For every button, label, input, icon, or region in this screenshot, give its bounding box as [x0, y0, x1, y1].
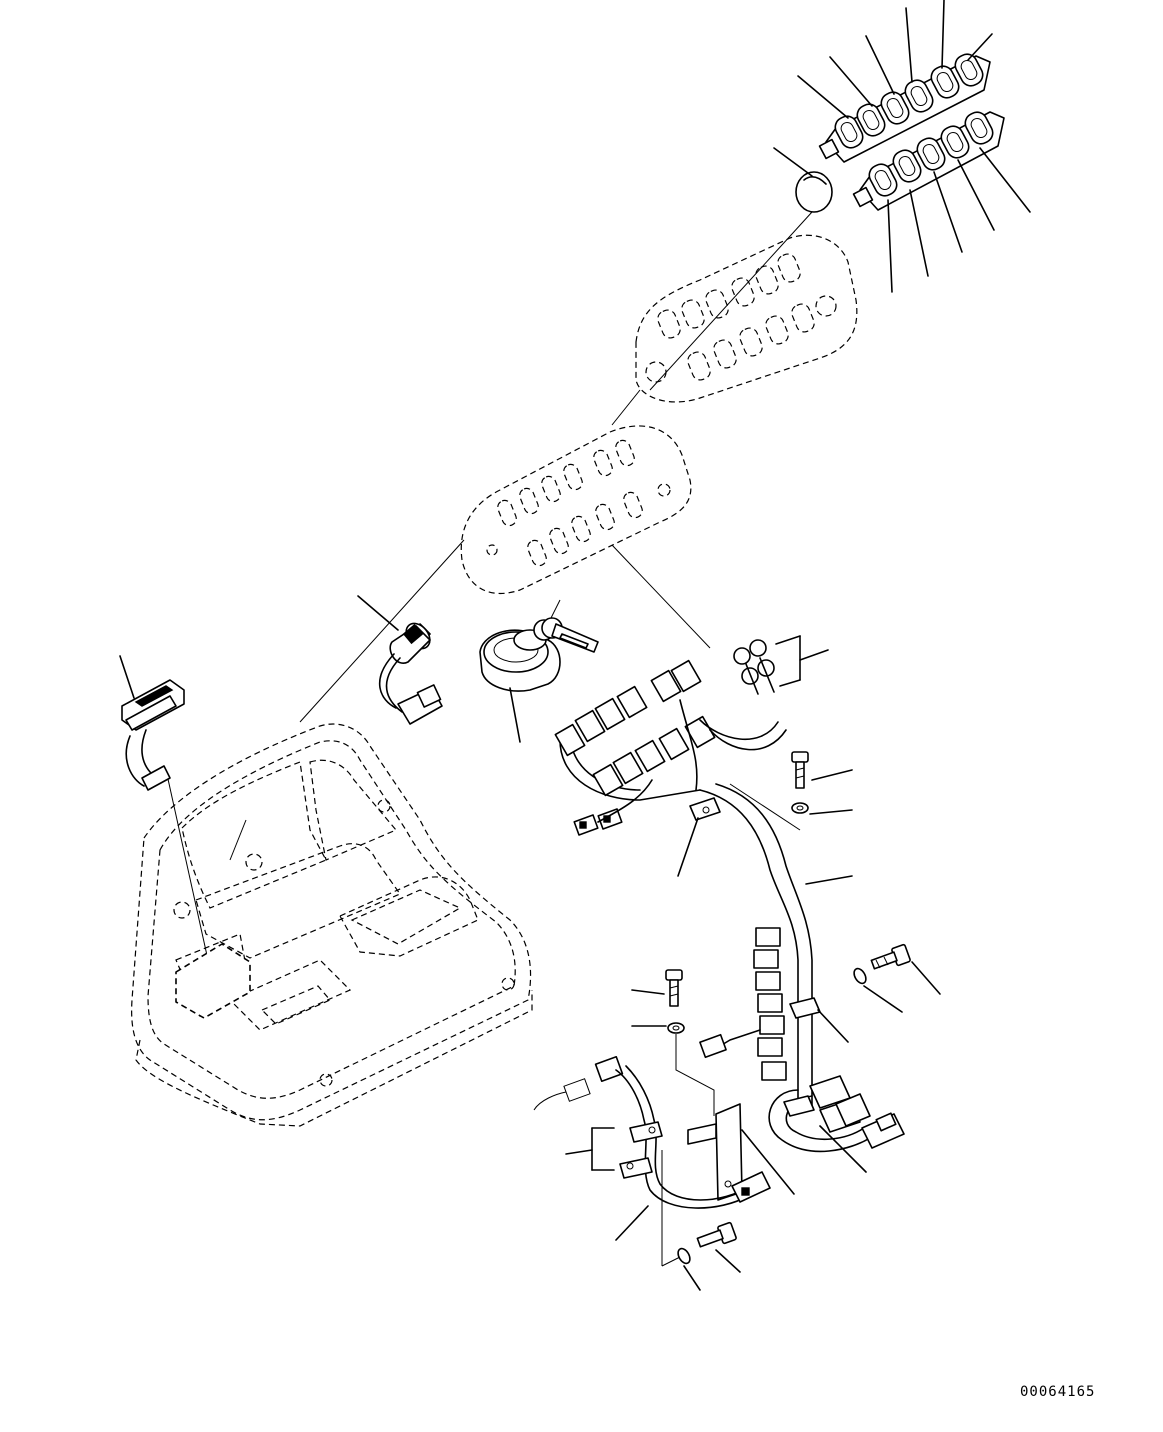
- key-switch: [479, 617, 599, 743]
- bolt-and-washer-middle: [631, 969, 715, 1116]
- rotary-knob: [649, 147, 833, 391]
- drawing-number: 00064165: [1020, 1384, 1096, 1400]
- bolt-and-washer-upper: [729, 751, 853, 831]
- rocker-switch: [119, 655, 185, 791]
- switch-caps-upper-row: [818, 53, 991, 163]
- switch-panel-upper-label: [635, 234, 858, 403]
- main-harness-trunk: [699, 783, 905, 1173]
- switch-panel-lower-plate: [460, 389, 711, 649]
- harness-connector-bank: [554, 635, 829, 877]
- bolt-and-washer-bottom: [677, 1221, 741, 1291]
- leader-lines-switches: [797, 0, 1031, 293]
- assembly-guide-lines: [165, 539, 561, 961]
- bolt-and-washer-right: [853, 943, 941, 1013]
- console-housing: [131, 723, 533, 1127]
- switch-caps-lower-row: [852, 111, 1005, 211]
- indicator-lamp: [357, 595, 443, 725]
- mounting-bracket: [687, 1103, 795, 1201]
- sub-harness-lower: [533, 1055, 771, 1267]
